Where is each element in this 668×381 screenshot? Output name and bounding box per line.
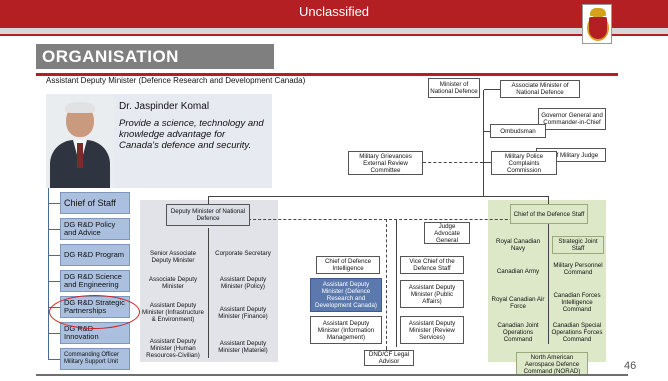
org-military-personnel-command: Military Personnel Command (553, 262, 603, 276)
police-link (483, 162, 491, 163)
org-adm-hr-civilian: Assistant Deputy Minister (Human Resourc… (146, 338, 200, 359)
crown-icon (590, 8, 606, 16)
bio-panel: Dr. Jaspinder Komal Provide a science, t… (114, 94, 272, 188)
assoc-minister-link (484, 89, 500, 90)
person-name: Dr. Jaspinder Komal (119, 101, 210, 112)
org-deputy-minister: Deputy Minister of National Defence (166, 204, 250, 226)
org-adm-review-services: Assistant Deputy Minister (Review Servic… (400, 316, 464, 344)
org-senior-associate-dm: Senior Associate Deputy Minister (149, 250, 197, 264)
shared-dash-bus (238, 219, 538, 220)
org-ombudsman: Ombudsman (490, 124, 546, 138)
org-adm-infrastructure: Assistant Deputy Minister (Infrastructur… (142, 302, 204, 323)
title-rule (36, 73, 618, 76)
title-bar: ORGANISATION (36, 44, 274, 69)
page-number: 46 (624, 360, 637, 372)
page-title: ORGANISATION (42, 47, 179, 66)
sidebar-tick (48, 359, 60, 360)
highlight-ellipse (49, 295, 140, 329)
sidebar-tick (48, 229, 60, 230)
dm-drop (208, 196, 209, 204)
org-norad: North American Aerospace Defence Command… (516, 352, 588, 376)
ombudsman-link (483, 131, 490, 132)
portrait-hair (65, 102, 95, 113)
org-police-complaints: Military Police Complaints Commission (491, 151, 557, 175)
org-governor-general: Governor General and Commander-in-Chief (538, 108, 606, 130)
sidebar-item-science-engineering: DG R&D Science and Engineering (60, 270, 130, 292)
sidebar-tick (48, 203, 60, 204)
org-strategic-joint-staff: Strategic Joint Staff (552, 236, 604, 254)
org-grievances: Military Grievances External Review Comm… (348, 151, 423, 175)
org-cds: Chief of the Defence Staff (510, 204, 588, 224)
org-legal-advisor: DND/CF Legal Advisor (364, 350, 414, 366)
org-canadian-army: Canadian Army (496, 268, 540, 275)
sidebar-tick (48, 281, 60, 282)
sidebar-item-program: DG R&D Program (60, 244, 130, 266)
portrait-photo (46, 94, 114, 188)
top-bus (208, 196, 548, 197)
portrait-tie (77, 143, 83, 168)
org-jag: Judge Advocate General (424, 222, 470, 244)
org-associate-dm: Associate Deputy Minister (148, 276, 198, 290)
org-adm-finance: Assistant Deputy Minister (Finance) (218, 306, 268, 320)
crest-ring-icon (587, 15, 609, 41)
position-title: Assistant Deputy Minister (Defence Resea… (46, 76, 306, 85)
cds-panel (488, 200, 606, 362)
mission-statement: Provide a science, technology and knowle… (119, 118, 264, 151)
org-adm-materiel: Assistant Deputy Minister (Materiel) (218, 340, 268, 354)
shared-spine (396, 219, 397, 347)
org-adm-public-affairs: Assistant Deputy Minister (Public Affair… (400, 280, 464, 308)
sidebar-item-military-support-unit: Commanding Officer Military Support Unit (60, 348, 130, 370)
org-chief-defence-intelligence: Chief of Defence Intelligence (316, 256, 380, 274)
org-rcaf: Royal Canadian Air Force (491, 296, 545, 310)
org-associate-minister: Associate Minister of National Defence (500, 80, 580, 98)
sidebar-item-policy-advice: DG R&D Policy and Advice (60, 218, 130, 240)
org-vcds: Vice Chief of the Defence Staff (400, 256, 464, 274)
sidebar-tick (48, 333, 60, 334)
org-canadian-special-operations: Canadian Special Operations Forces Comma… (551, 322, 603, 343)
org-rcn: Royal Canadian Navy (495, 238, 541, 252)
cds-drop (548, 196, 549, 204)
dm-panel (140, 200, 278, 362)
sidebar-item-chief-of-staff: Chief of Staff (60, 192, 130, 214)
org-adm-drdc: Assistant Deputy Minister (Defence Resea… (310, 278, 382, 312)
sidebar-tick (48, 255, 60, 256)
org-cjoc: Canadian Joint Operations Command (497, 322, 539, 343)
cds-spine (548, 224, 549, 344)
org-minister: Minister of National Defence (428, 78, 480, 98)
org-adm-information-management: Assistant Deputy Minister (Information M… (310, 316, 382, 344)
sidebar-connector (48, 188, 49, 360)
org-adm-policy: Assistant Deputy Minister (Policy) (219, 276, 267, 290)
grievance-link (423, 162, 483, 163)
classification-label: Unclassified (298, 4, 370, 19)
crest-logo (582, 4, 612, 44)
minister-spine (483, 90, 484, 196)
footer-rule (36, 374, 628, 376)
org-cf-intelligence-command: Canadian Forces Intelligence Command (553, 292, 601, 313)
org-corporate-secretary: Corporate Secretary (215, 250, 271, 257)
shield-icon (589, 17, 607, 39)
shared-dash-spine (386, 219, 387, 349)
dm-spine (208, 228, 209, 358)
org-chart: Minister of National Defence Associate M… (138, 76, 608, 376)
header-stripe (0, 28, 668, 34)
